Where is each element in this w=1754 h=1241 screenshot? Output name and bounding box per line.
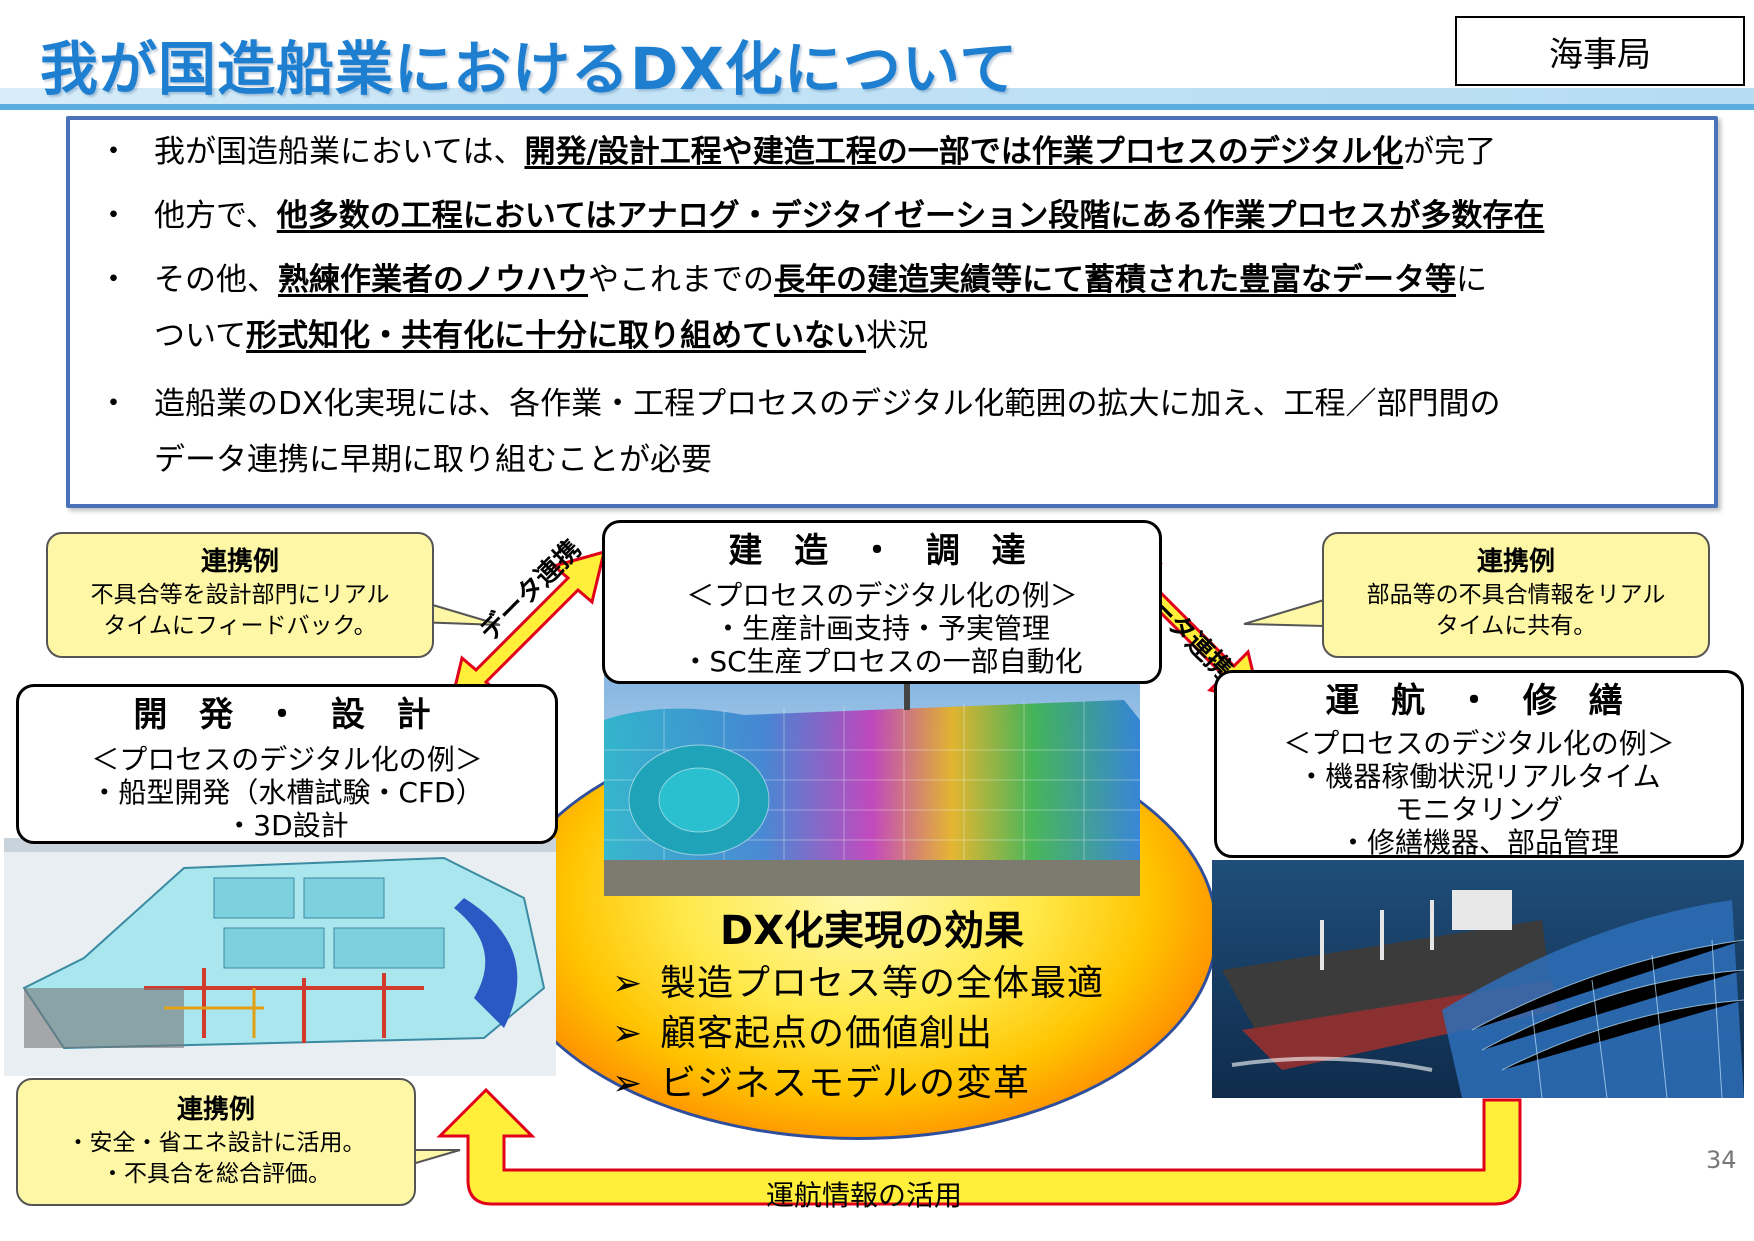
summary-bullet-3: ・その他、熟練作業者のノウハウやこれまでの長年の建造実績等にて蓄積された豊富なデ… <box>98 250 1487 310</box>
agency-label: 海事局 <box>1455 16 1745 86</box>
process-design-title: 開 発 ・ 設 計 <box>133 695 441 735</box>
callout-left-top: 連携例 不具合等を設計部門にリアル タイムにフィードバック。 <box>46 532 434 658</box>
summary-bullet-4-cont: データ連携に早期に取り組むことが必要 <box>154 442 712 478</box>
dx-effect-item: ➢顧客起点の価値創出 <box>612 1013 994 1054</box>
process-design-subtitle: ＜プロセスのデジタル化の例＞ <box>91 743 483 776</box>
callout-right-top: 連携例 部品等の不具合情報をリアル タイムに共有。 <box>1322 532 1710 658</box>
summary-bullet-3-cont: ついて形式知化・共有化に十分に取り組めていない状況 <box>154 318 929 354</box>
bullet-icon: ・ <box>98 262 129 298</box>
ship-3d-design-image <box>4 838 556 1076</box>
arrow-bullet-icon: ➢ <box>612 963 644 1004</box>
process-design-item: ・3D設計 <box>225 809 349 842</box>
process-operation-item: モニタリング <box>1394 793 1563 826</box>
process-construction-subtitle: ＜プロセスのデジタル化の例＞ <box>686 579 1078 612</box>
page-number: 34 <box>1706 1146 1737 1174</box>
process-construction-title: 建 造 ・ 調 達 <box>728 531 1036 571</box>
process-operation: 運 航 ・ 修 繕 ＜プロセスのデジタル化の例＞ ・機器稼働状況リアルタイム モ… <box>1214 670 1744 859</box>
callout-line: ・不具合を総合評価。 <box>101 1161 331 1187</box>
process-construction: 建 造 ・ 調 達 ＜プロセスのデジタル化の例＞ ・生産計画支持・予実管理 ・S… <box>602 520 1162 684</box>
page-title: 我が国造船業におけるDX化について <box>40 35 1019 103</box>
process-operation-item: ・機器稼働状況リアルタイム <box>1297 760 1661 793</box>
callout-line: 部品等の不具合情報をリアル <box>1366 582 1666 608</box>
callout-line: タイムにフィードバック。 <box>103 613 377 639</box>
arrow-bullet-icon: ➢ <box>612 1013 644 1054</box>
process-design-item: ・船型開発（水槽試験・CFD） <box>90 776 484 809</box>
operation-info-label: 運航情報の活用 <box>766 1179 963 1212</box>
process-operation-title: 運 航 ・ 修 繕 <box>1325 681 1633 721</box>
callout-tail-right-top <box>1243 598 1325 628</box>
ship-construction-image <box>604 660 1140 896</box>
process-operation-item: ・修繕機器、部品管理 <box>1338 826 1619 859</box>
bullet-icon: ・ <box>98 198 129 234</box>
callout-line: タイムに共有。 <box>1435 613 1597 639</box>
callout-title: 連携例 <box>176 1095 255 1125</box>
callout-title: 連携例 <box>200 547 279 577</box>
callout-title: 連携例 <box>1476 547 1555 577</box>
title-underline <box>0 104 1754 110</box>
process-construction-item: ・SC生産プロセスの一部自動化 <box>681 645 1083 678</box>
summary-bullet-4: ・造船業のDX化実現には、各作業・工程プロセスのデジタル化範囲の拡大に加え、工程… <box>98 374 1500 434</box>
callout-bottom-left: 連携例 ・安全・省エネ設計に活用。 ・不具合を総合評価。 <box>16 1078 416 1206</box>
process-operation-subtitle: ＜プロセスのデジタル化の例＞ <box>1283 727 1675 760</box>
summary-box: ・我が国造船業においては、開発/設計工程や建造工程の一部では作業プロセスのデジタ… <box>66 116 1718 508</box>
ship-operation-image <box>1212 860 1744 1098</box>
callout-line: ・安全・省エネ設計に活用。 <box>66 1130 366 1156</box>
process-design: 開 発 ・ 設 計 ＜プロセスのデジタル化の例＞ ・船型開発（水槽試験・CFD）… <box>16 684 558 844</box>
summary-bullet-1: ・我が国造船業においては、開発/設計工程や建造工程の一部では作業プロセスのデジタ… <box>98 122 1496 182</box>
dx-effect-item: ➢製造プロセス等の全体最適 <box>612 963 1105 1004</box>
arrow-bullet-icon: ➢ <box>612 1063 644 1104</box>
bullet-icon: ・ <box>98 134 129 170</box>
dx-effect-title: DX化実現の効果 <box>720 908 1025 954</box>
summary-bullet-2: ・他方で、他多数の工程においてはアナログ・デジタイゼーション段階にある作業プロセ… <box>98 186 1544 246</box>
operation-info-arrow <box>436 1087 1522 1206</box>
callout-line: 不具合等を設計部門にリアル <box>90 582 390 608</box>
dx-effect-item: ➢ビジネスモデルの変革 <box>612 1063 1031 1104</box>
bullet-icon: ・ <box>98 386 129 422</box>
process-construction-item: ・生産計画支持・予実管理 <box>713 612 1050 645</box>
